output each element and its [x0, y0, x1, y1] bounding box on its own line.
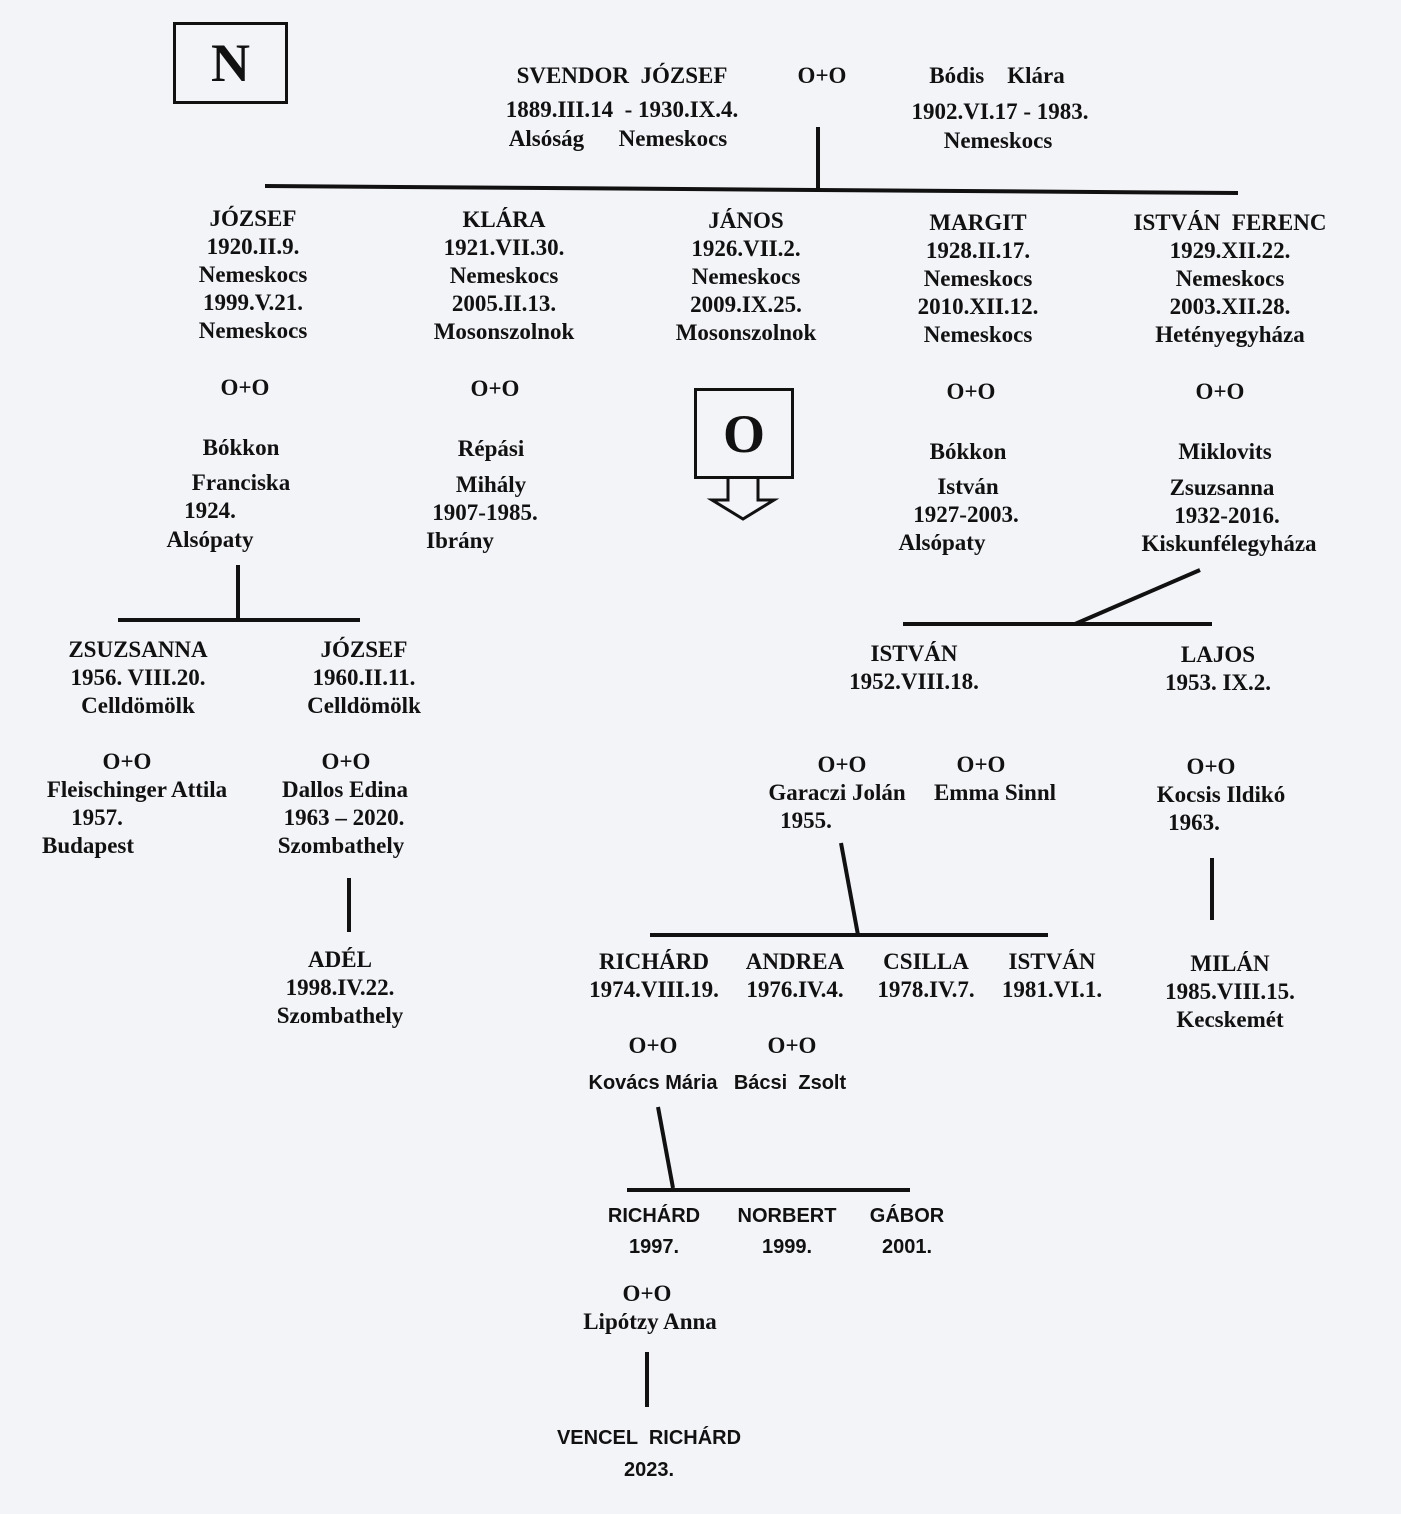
spouse-line: 1927-2003.	[913, 502, 1019, 527]
spouse-line: 1924.	[184, 498, 236, 523]
istvan-ferenc-diagonal	[1074, 568, 1201, 626]
marriage-symbol: O+O	[767, 1033, 817, 1058]
father-places: Alsóság Nemeskocs	[508, 126, 728, 151]
spouse-line: Répási	[457, 436, 525, 461]
spouse-line: Ibrány	[426, 528, 494, 553]
istvan-diagonal	[839, 842, 860, 936]
spouse-line: Bókkon	[202, 435, 280, 460]
richard-diagonal	[656, 1106, 675, 1189]
spouse-line: Franciska	[191, 470, 291, 495]
marriage-symbol: O+O	[946, 379, 996, 404]
marriage-symbol: O+O	[1186, 754, 1236, 779]
spouse-line: István	[937, 474, 999, 499]
father-name: SVENDOR JÓZSEF	[516, 63, 728, 88]
marriage-symbol: O+O	[1195, 379, 1245, 404]
spouse-line: Szombathely	[277, 833, 405, 858]
marriage-symbol: O+O	[102, 749, 152, 774]
section-box-o: O	[694, 388, 794, 479]
spouse-line: Dallos Edina	[282, 777, 408, 802]
spouse-line: Kiskunfélegyháza	[1141, 531, 1317, 556]
spouse-name: Bácsi Zsolt	[733, 1072, 847, 1094]
marriage-symbol: O+O	[470, 376, 520, 401]
spouse-line: Fleischinger Attila	[46, 777, 228, 802]
children-bar	[264, 184, 1239, 195]
spouse-line: 1957.	[71, 805, 123, 830]
father-dates: 1889.III.14 - 1930.IX.4.	[505, 97, 739, 122]
spouse-line: Budapest	[41, 833, 135, 858]
spouse-line: Bókkon	[929, 439, 1007, 464]
section-box-n: N	[173, 22, 288, 104]
marriage-symbol: O+O	[220, 375, 270, 400]
spouse-line: Mihály	[455, 472, 527, 497]
parents-marriage: O+O	[797, 63, 847, 88]
spouse-line: Alsópaty	[166, 527, 254, 552]
spouse-year: 1963.	[1168, 810, 1220, 835]
spouse-name: Emma Sinnl	[933, 780, 1057, 805]
marriage-symbol: O+O	[956, 752, 1006, 777]
marriage-symbol: O+O	[628, 1033, 678, 1058]
spouse-name: Kocsis Ildikó	[1156, 782, 1286, 807]
spouse-line: Alsópaty	[898, 530, 986, 555]
spouse-name: Lipótzy Anna	[583, 1309, 717, 1334]
spouse-line: Miklovits	[1178, 439, 1272, 464]
spouse-year: 1955.	[780, 808, 832, 833]
marriage-symbol: O+O	[321, 749, 371, 774]
mother-name: Bódis Klára	[929, 63, 1065, 88]
spouse-line: 1907-1985.	[432, 500, 538, 525]
mother-place: Nemeskocs	[943, 128, 1053, 153]
spouse-name: Kovács Mária	[588, 1072, 718, 1094]
continuation-arrow-icon	[706, 478, 780, 521]
marriage-symbol: O+O	[817, 752, 867, 777]
mother-dates: 1902.VI.17 - 1983.	[911, 99, 1089, 124]
spouse-line: 1932-2016.	[1174, 503, 1280, 528]
spouse-line: Zsuzsanna	[1169, 475, 1275, 500]
spouse-line: 1963 – 2020.	[283, 805, 405, 830]
spouse-name: Garaczi Jolán	[768, 780, 906, 805]
marriage-symbol: O+O	[622, 1281, 672, 1306]
